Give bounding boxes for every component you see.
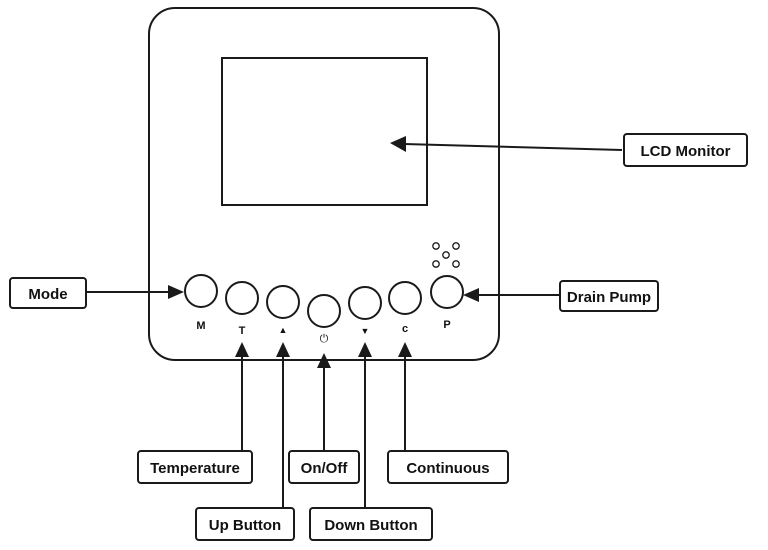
down-button-callout-box (309, 507, 433, 541)
drain-pump-button-symbol: P (443, 319, 450, 331)
mode-button-symbol: M (196, 320, 205, 332)
temperature-arrowhead (235, 342, 249, 357)
on-off-arrowhead (317, 353, 331, 368)
temperature-button[interactable] (225, 281, 259, 315)
continuous-button-symbol: c (402, 323, 408, 335)
mode-callout: Mode (28, 286, 67, 303)
drain-pump-arrowhead (463, 288, 479, 302)
on-off-callout-box (288, 450, 360, 484)
lcd-monitor-callout: LCD Monitor (641, 143, 731, 160)
down-button[interactable] (348, 286, 382, 320)
continuous-arrowhead (398, 342, 412, 357)
up-button[interactable] (266, 285, 300, 319)
drain-pump-callout: Drain Pump (567, 289, 651, 306)
lcd-arrowhead (390, 136, 406, 152)
power-button[interactable] (307, 294, 341, 328)
temperature-callout-box (137, 450, 253, 484)
up-button-callout-box (195, 507, 295, 541)
drain-pump-callout-box (559, 280, 659, 312)
power-button-symbol: ⏻ (320, 333, 329, 345)
temperature-button-symbol: T (239, 325, 246, 337)
down-button-callout: Down Button (324, 517, 417, 534)
continuous-callout: Continuous (406, 460, 489, 477)
on-off-callout: On/Off (301, 460, 349, 477)
mode-arrowhead (168, 285, 184, 299)
lcd-screen (221, 57, 428, 206)
temperature-callout: Temperature (150, 460, 240, 477)
continuous-callout-box (387, 450, 509, 484)
mode-button[interactable] (184, 274, 218, 308)
lcd-leader-line (403, 143, 623, 151)
drain-pump-button[interactable] (430, 275, 464, 309)
lcd-monitor-callout-box (623, 133, 748, 167)
down-button-arrowhead (358, 342, 372, 357)
drain-pump-indicator-icon (432, 242, 460, 268)
up-button-callout: Up Button (209, 517, 281, 534)
up-button-symbol: ▲ (279, 325, 288, 335)
continuous-button[interactable] (388, 281, 422, 315)
down-button-symbol: ▼ (361, 326, 370, 336)
mode-callout-box (9, 277, 87, 309)
up-button-arrowhead (276, 342, 290, 357)
